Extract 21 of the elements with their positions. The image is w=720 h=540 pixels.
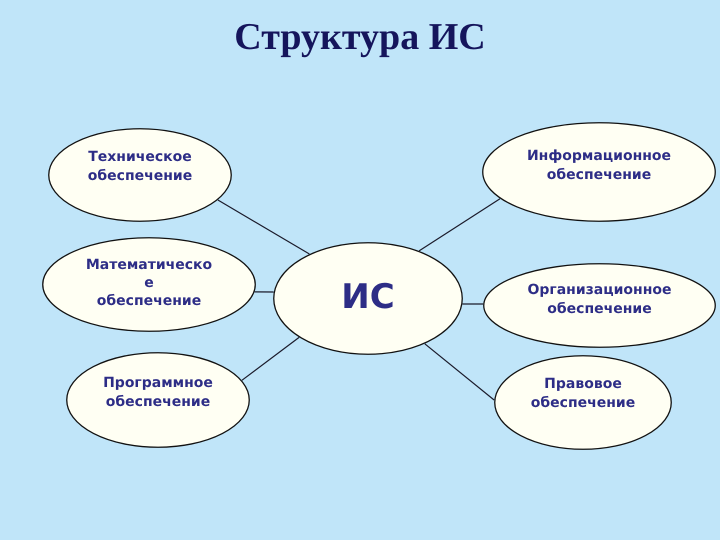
node-label: Техническое обеспечение [86, 148, 194, 186]
diagram-title: Структура ИС [234, 15, 486, 60]
oval-node [273, 242, 463, 355]
oval-node [482, 122, 716, 222]
node-label: Информационное обеспечение [526, 147, 672, 185]
oval-node [483, 263, 716, 348]
node-label: Математическо е обеспечение [86, 256, 212, 310]
oval-node [494, 355, 672, 450]
connector-line [218, 199, 310, 255]
node-label: Правовое обеспечение [530, 375, 636, 413]
node-label: Организационное обеспечение [526, 281, 672, 319]
connector-line [418, 198, 500, 252]
node-label: Программное обеспечение [102, 374, 214, 412]
node-label: ИС [340, 277, 396, 317]
oval-node [42, 237, 256, 332]
connector-line [254, 291, 274, 293]
connector-line [424, 343, 494, 400]
oval-node [66, 352, 250, 448]
connector-line [462, 303, 484, 305]
connector-line [242, 336, 300, 381]
oval-node [48, 128, 232, 222]
